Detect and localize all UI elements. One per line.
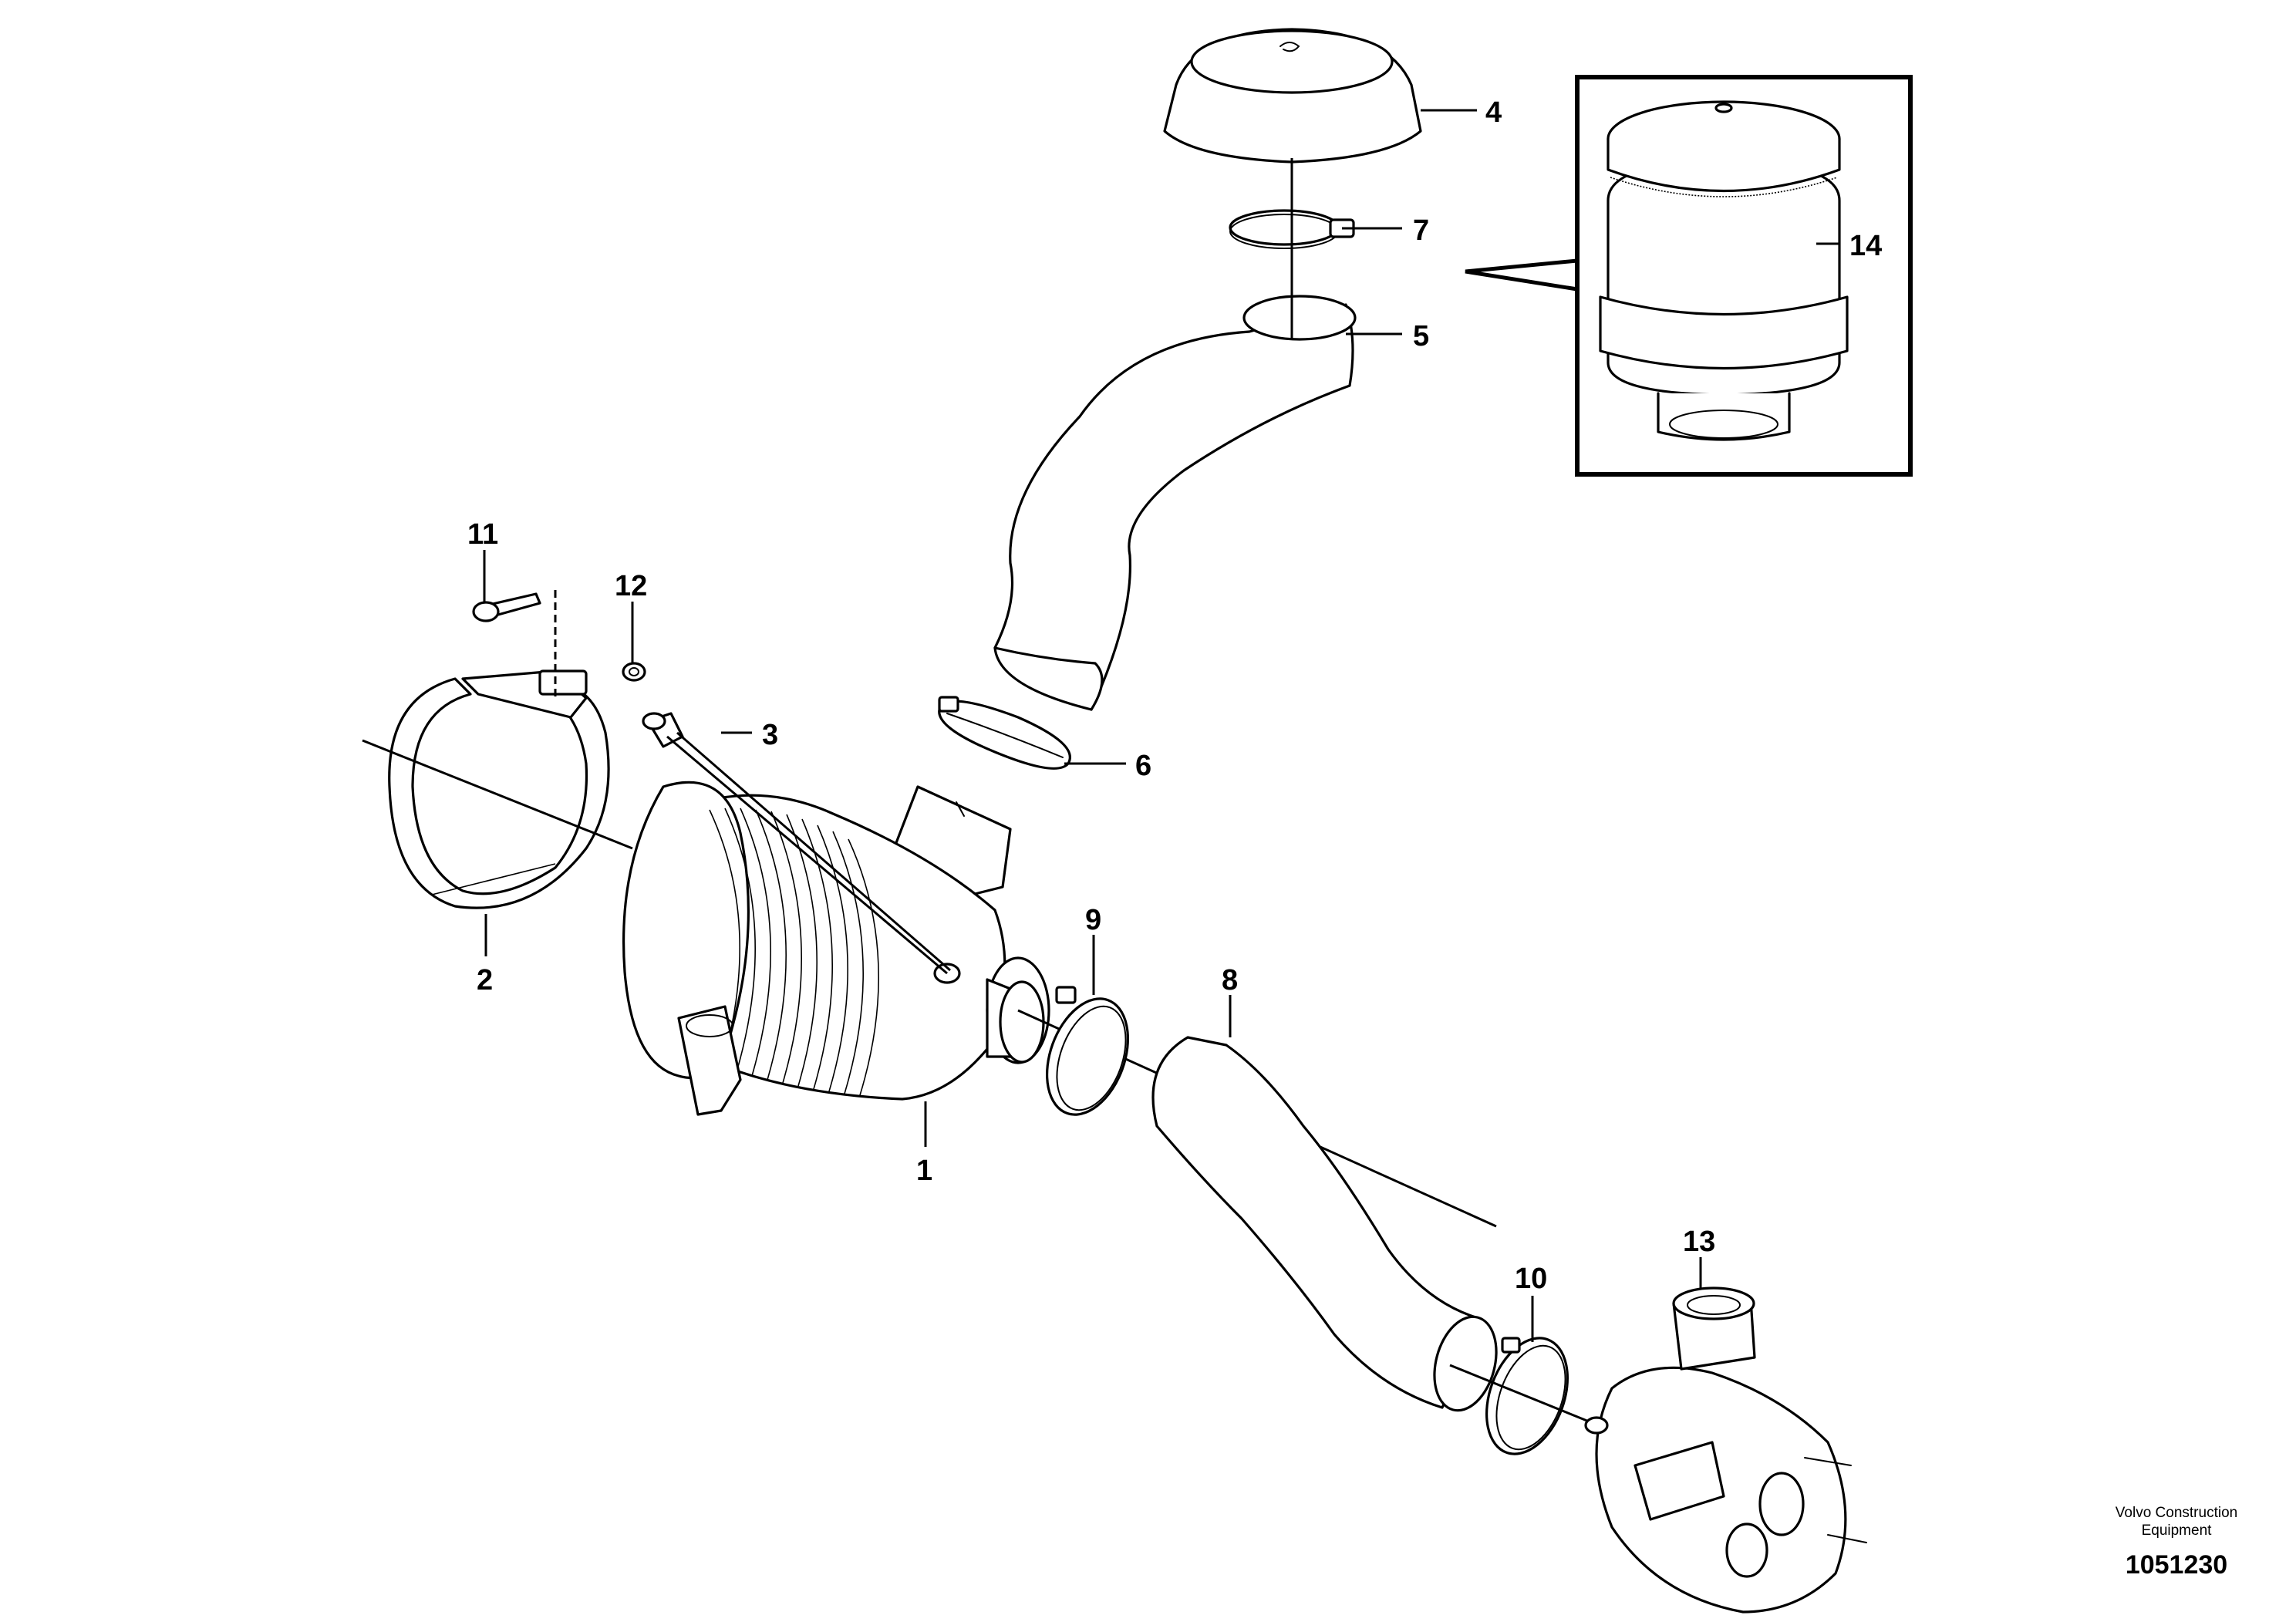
callout-11: 11 — [467, 518, 498, 551]
callout-7: 7 — [1413, 214, 1429, 247]
callout-5: 5 — [1413, 320, 1429, 352]
nut — [622, 662, 646, 682]
callout-6: 6 — [1135, 750, 1151, 782]
callout-8: 8 — [1222, 964, 1238, 996]
callout-2: 2 — [477, 964, 493, 996]
callout-14: 14 — [1849, 230, 1882, 262]
upper-hose — [993, 295, 1357, 711]
callout-10: 10 — [1515, 1263, 1547, 1295]
turbocharger — [1584, 1286, 1867, 1614]
callout-3: 3 — [762, 719, 778, 751]
mounting-strap — [388, 669, 610, 909]
rain-cap — [1163, 28, 1422, 164]
document-number: 1051230 — [2126, 1550, 2227, 1580]
brand-line-1: Volvo Construction — [2116, 1505, 2237, 1521]
callout-4: 4 — [1485, 96, 1502, 129]
bolt — [472, 592, 541, 622]
callout-12: 12 — [615, 570, 647, 602]
lower-hose — [1151, 1036, 1498, 1412]
restriction-indicator — [642, 712, 684, 748]
detail-inset — [1465, 75, 1913, 477]
air-filter-housing — [622, 781, 1050, 1116]
hose-clamp-9 — [1045, 986, 1130, 1116]
callout-1: 1 — [916, 1155, 932, 1187]
callout-13: 13 — [1683, 1226, 1715, 1258]
brand-line-2: Equipment — [2142, 1523, 2213, 1539]
hose-clamp-middle — [938, 696, 1071, 770]
callout-9: 9 — [1085, 904, 1101, 936]
